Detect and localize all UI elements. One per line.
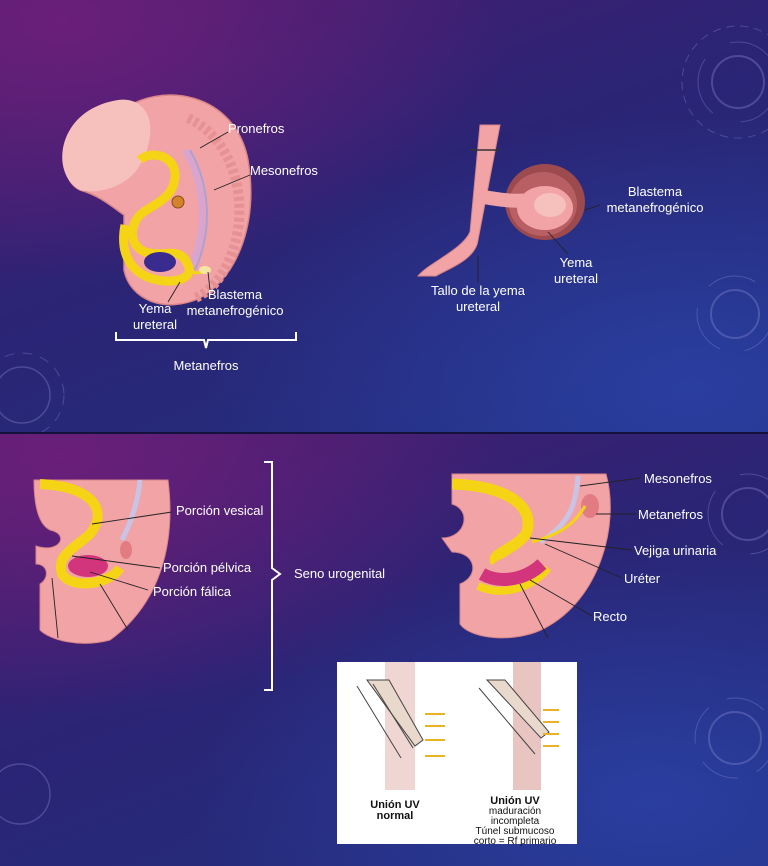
seno-urogenital-brace <box>264 461 282 691</box>
label-recto: Recto <box>593 609 627 624</box>
label-tallo-line1: Tallo de la yema <box>431 283 525 298</box>
bottom-slide: Porción vesical Porción pélvica Porción … <box>0 434 768 866</box>
metanephros-node <box>581 494 599 518</box>
label-metanefros-cloaca: Metanefros <box>638 507 704 522</box>
label-blastema-bud-line2: metanefrogénico <box>606 200 704 215</box>
sinus-leaders <box>51 511 173 639</box>
uv-normal-arrows <box>425 713 445 757</box>
label-yema-bud-line2: ureteral <box>553 271 599 286</box>
label-porcion-pelvica: Porción pélvica <box>163 560 252 575</box>
uv-normal-caption: Unión UV normal <box>351 800 439 822</box>
label-pronefros: Pronefros <box>228 121 285 136</box>
gut-yellow <box>119 150 194 286</box>
uv-junction-card: Unión UV normal Unión UV maduración inco… <box>337 662 577 847</box>
label-vejiga-urinaria: Vejiga urinaria <box>634 543 717 558</box>
embryo-leaders <box>167 131 251 303</box>
uv-junction-art <box>356 662 559 790</box>
label-mesonefros-cloaca: Mesonefros <box>644 471 712 486</box>
mesonephric-duct <box>182 148 205 272</box>
bottom-slide-art <box>0 461 768 825</box>
uv-incomplete-line3: incompleta <box>490 816 540 827</box>
ureteric-stalk <box>416 124 501 277</box>
slide-divider <box>0 432 768 434</box>
sinus-magenta <box>68 555 108 577</box>
label-porcion-falica: Porción fálica <box>153 584 232 599</box>
uv-incomplete-line5: corto = Rf primario <box>473 836 557 847</box>
sinus-duct <box>119 479 143 542</box>
uv-normal-line1: Unión UV <box>370 799 420 811</box>
label-porcion-vesical: Porción vesical <box>176 503 264 518</box>
uv-normal-line2: normal <box>376 810 414 822</box>
top-slide-art <box>0 25 768 432</box>
label-yema-embryo: Yema ureteral <box>124 301 186 333</box>
uv-incomplete-illustration <box>478 662 559 790</box>
rectum-magenta <box>478 559 547 586</box>
uv-incomplete-title: Unión UV <box>490 795 540 807</box>
uv-incomplete-line2: maduración <box>488 806 542 817</box>
decorative-circles-top <box>0 25 768 432</box>
label-tallo-line2: ureteral <box>455 299 501 314</box>
label-seno-urogenital: Seno urogenital <box>294 566 386 581</box>
sinus-kidney <box>120 541 132 559</box>
mesonephros-node <box>171 195 185 209</box>
metanephric-blastema-small <box>199 266 211 274</box>
bud-leaders <box>477 204 601 282</box>
ureteric-bud-diagram <box>416 124 601 282</box>
uv-normal-illustration <box>356 662 445 790</box>
cloaca-leaders <box>519 477 641 639</box>
label-yema-embryo-line2: ureteral <box>132 317 178 332</box>
label-yema-embryo-line1: Yema <box>138 301 172 316</box>
label-blastema-embryo-line2: metanefrogénico <box>186 303 284 318</box>
label-metanefros-brace: Metanefros <box>173 358 239 373</box>
decorative-circles-bottom <box>0 473 768 825</box>
mesonephric-duct-inner <box>189 149 208 271</box>
uv-incomplete-line4: Túnel submucoso <box>475 826 555 837</box>
cloaca-purple <box>144 252 176 272</box>
label-blastema-embryo: Blastema metanefrogénico <box>182 287 288 319</box>
uv-incomplete-arrows <box>543 709 559 747</box>
sinus-yellow <box>39 479 125 589</box>
label-mesonefros: Mesonefros <box>250 163 318 178</box>
metanefros-brace <box>115 332 297 349</box>
label-yema-bud: Yema ureteral <box>545 255 607 287</box>
label-ureter: Uréter <box>624 571 661 586</box>
cloaca-yellow <box>451 478 534 566</box>
label-blastema-bud: Blastema metanefrogénico <box>600 184 710 216</box>
label-blastema-bud-line1: Blastema <box>627 184 683 199</box>
label-yema-bud-line1: Yema <box>559 255 593 270</box>
urogenital-sinus-diagram <box>33 479 173 644</box>
label-blastema-embryo-line1: Blastema <box>207 287 263 302</box>
label-tallo: Tallo de la yema ureteral <box>424 283 532 315</box>
top-slide: Pronefros Mesonefros Blastema metanefrog… <box>0 0 768 432</box>
rectum-yellow <box>476 565 552 595</box>
embryo-diagram <box>62 94 252 306</box>
embryo-head <box>62 99 151 192</box>
ureter-yellow <box>531 505 587 544</box>
uv-incomplete-details: maduración incompleta Túnel submucoso co… <box>455 807 575 847</box>
cloaca-diagram <box>441 473 641 639</box>
somites <box>185 113 245 303</box>
